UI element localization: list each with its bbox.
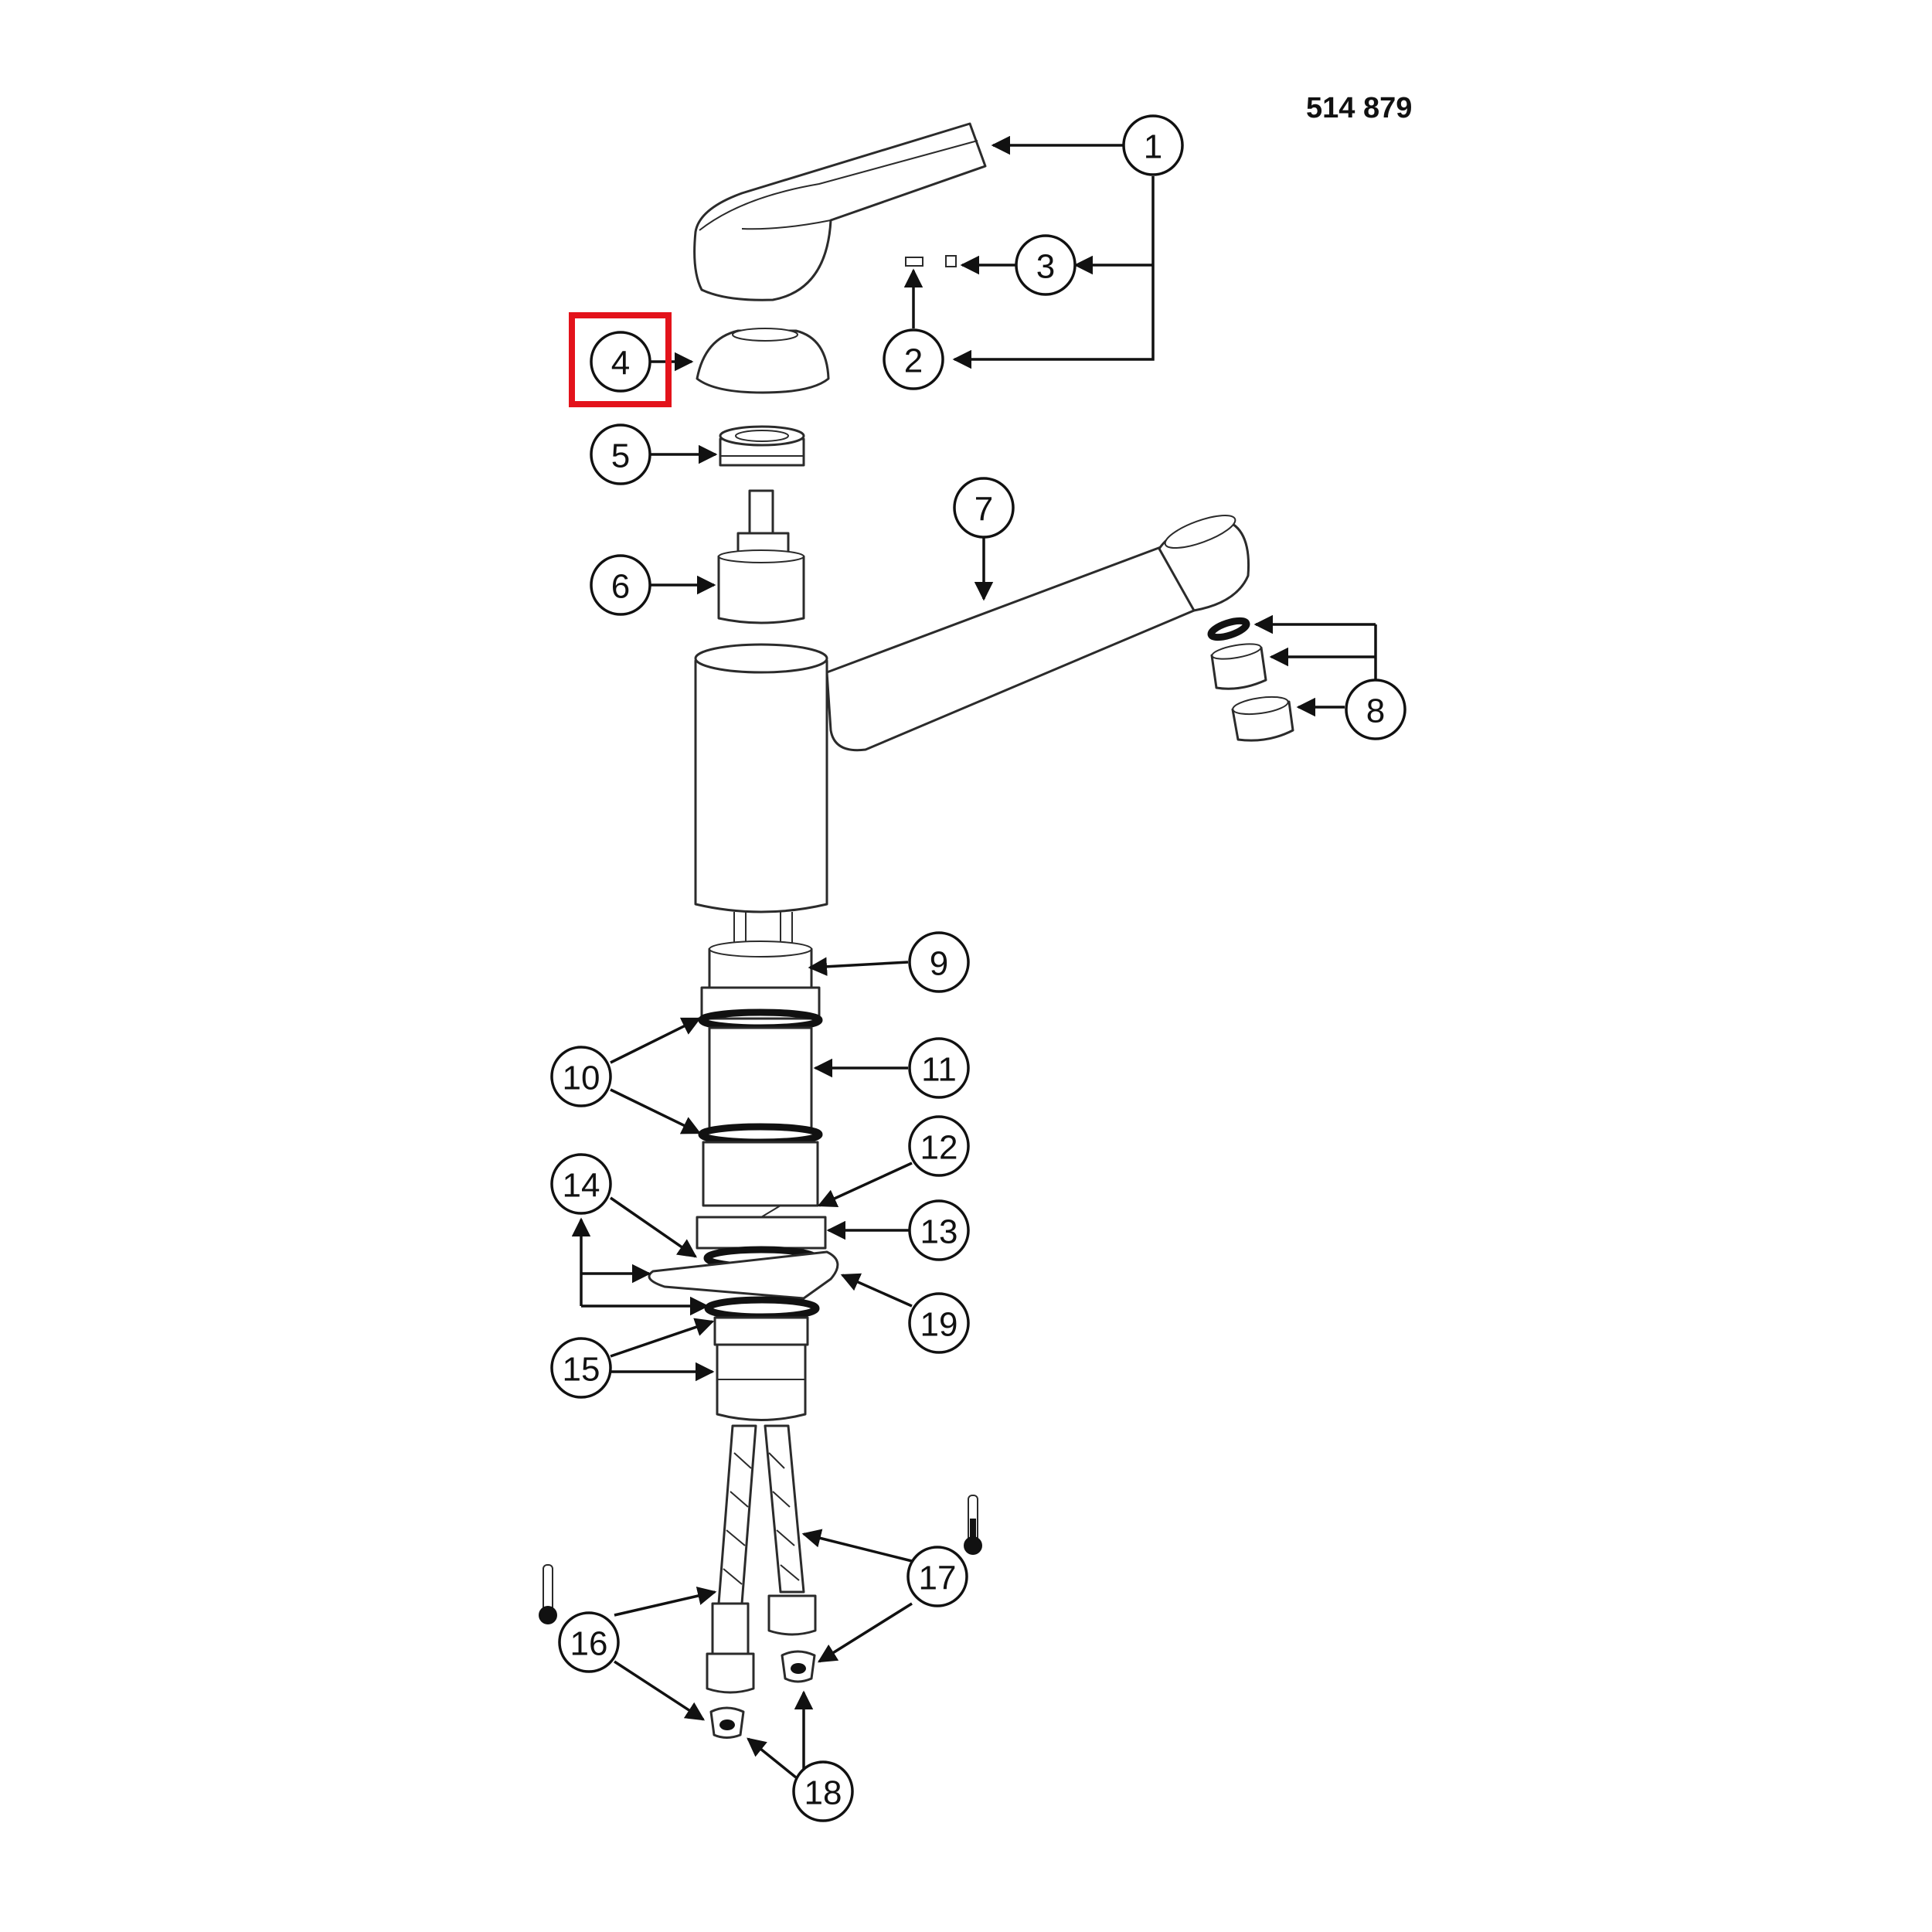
callout-9: 9 — [908, 931, 970, 993]
cold-thermometer-icon — [539, 1564, 557, 1624]
svg-text:10: 10 — [563, 1060, 600, 1097]
svg-text:8: 8 — [1366, 692, 1385, 730]
svg-text:14: 14 — [563, 1167, 600, 1205]
svg-text:15: 15 — [563, 1351, 600, 1389]
reference-number: 514 879 — [1306, 92, 1412, 124]
svg-text:4: 4 — [611, 345, 630, 383]
callout-16: 16 — [558, 1611, 620, 1673]
lower-fixing-set — [704, 1296, 820, 1421]
svg-text:16: 16 — [570, 1625, 608, 1663]
callout-6: 6 — [590, 554, 651, 616]
callout-5: 5 — [590, 423, 651, 485]
svg-text:13: 13 — [920, 1213, 958, 1251]
svg-text:7: 7 — [975, 491, 993, 529]
callout-15: 15 — [550, 1337, 612, 1399]
lever-handle — [693, 122, 987, 301]
callout-7: 7 — [953, 477, 1015, 539]
svg-text:5: 5 — [611, 437, 630, 475]
set-screw — [905, 257, 923, 267]
svg-text:17: 17 — [919, 1560, 957, 1597]
highlight-box — [569, 312, 672, 407]
callout-10: 10 — [550, 1046, 612, 1107]
aerator-assembly — [1207, 617, 1294, 742]
callout-3: 3 — [1015, 234, 1077, 296]
callout-13: 13 — [908, 1199, 970, 1261]
svg-text:1: 1 — [1144, 128, 1162, 166]
cartridge — [717, 489, 805, 624]
callout-2: 2 — [883, 328, 944, 390]
callout-14: 14 — [550, 1153, 612, 1215]
callout-18: 18 — [792, 1760, 854, 1822]
threaded-nut — [719, 425, 805, 467]
callout-4: 4 — [590, 331, 651, 393]
svg-text:3: 3 — [1036, 248, 1055, 286]
callout-17: 17 — [906, 1546, 968, 1607]
callout-11: 11 — [908, 1037, 970, 1099]
screw-plug — [945, 255, 957, 267]
callout-12: 12 — [908, 1115, 970, 1177]
mounting-plate — [648, 1250, 839, 1300]
svg-text:12: 12 — [920, 1129, 958, 1167]
leader-lines — [571, 135, 1377, 1779]
svg-text:19: 19 — [920, 1306, 958, 1344]
callout-19: 19 — [908, 1292, 970, 1354]
hose-seals — [709, 1650, 816, 1739]
faucet-body — [694, 514, 1250, 913]
dome-cover — [696, 328, 830, 394]
svg-text:2: 2 — [904, 342, 923, 380]
supply-hoses — [706, 1424, 817, 1694]
svg-text:18: 18 — [804, 1774, 842, 1812]
svg-text:11: 11 — [921, 1051, 957, 1089]
svg-text:6: 6 — [611, 568, 630, 606]
svg-text:9: 9 — [930, 945, 948, 983]
callout-8: 8 — [1345, 679, 1406, 740]
mixing-cartridge-assembly — [696, 912, 827, 1270]
callout-1: 1 — [1122, 114, 1184, 176]
hot-thermometer-icon — [964, 1495, 982, 1555]
